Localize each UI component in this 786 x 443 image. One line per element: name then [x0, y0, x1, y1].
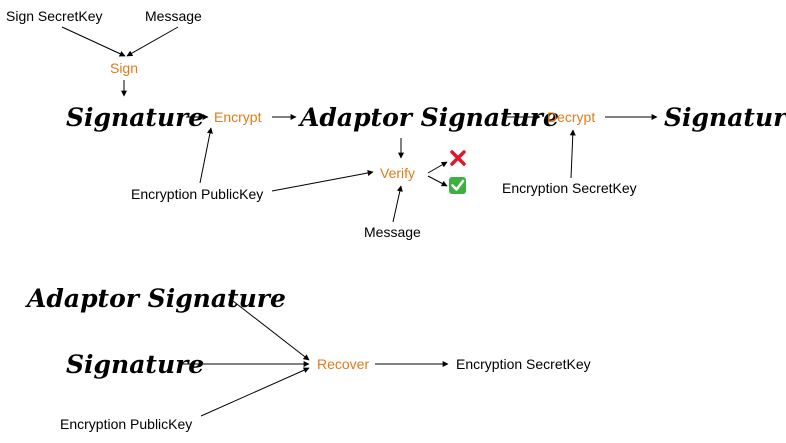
- edge-message-to-sign: [126, 26, 179, 57]
- cross-mark-icon: [450, 150, 466, 166]
- message-top-label: Message: [145, 8, 202, 24]
- edge-publickey-to-verify: [271, 170, 374, 192]
- bottom-adaptor-signature: Adaptor Signature: [25, 284, 286, 313]
- bottom-signature: Signature: [66, 350, 204, 379]
- encryption-publickey-label: Encryption PublicKey: [131, 186, 263, 202]
- bottom-encryption-secretkey-label: Encryption SecretKey: [456, 356, 591, 372]
- edge-verify-to-success: [427, 175, 448, 187]
- edge-message-to-verify: [392, 185, 403, 223]
- edge-secretkey-to-decrypt: [569, 129, 576, 179]
- sign-secretkey-label: Sign SecretKey: [6, 8, 103, 24]
- edge-publickey-to-encrypt: [199, 127, 213, 184]
- recover-operation: Recover: [317, 356, 369, 372]
- edge-adaptor-to-recover: [232, 300, 310, 361]
- decrypt-operation: Decrypt: [547, 109, 595, 125]
- bottom-encryption-publickey-label: Encryption PublicKey: [60, 416, 192, 432]
- edge-signsecretkey-to-sign: [61, 26, 126, 57]
- encryption-secretkey-label: Encryption SecretKey: [502, 180, 637, 196]
- sign-operation: Sign: [110, 60, 138, 76]
- signature-left: Signature: [66, 103, 204, 132]
- edge-verify-to-fail: [427, 161, 448, 174]
- adaptor-signature: Adaptor Signature: [298, 103, 559, 132]
- message-bottom-label: Message: [364, 224, 421, 240]
- verify-operation: Verify: [380, 165, 415, 181]
- encrypt-operation: Encrypt: [214, 109, 262, 125]
- check-mark-button-icon: [449, 177, 466, 194]
- edge-publickey-to-recover: [200, 367, 310, 417]
- signature-right: Signature: [664, 103, 786, 132]
